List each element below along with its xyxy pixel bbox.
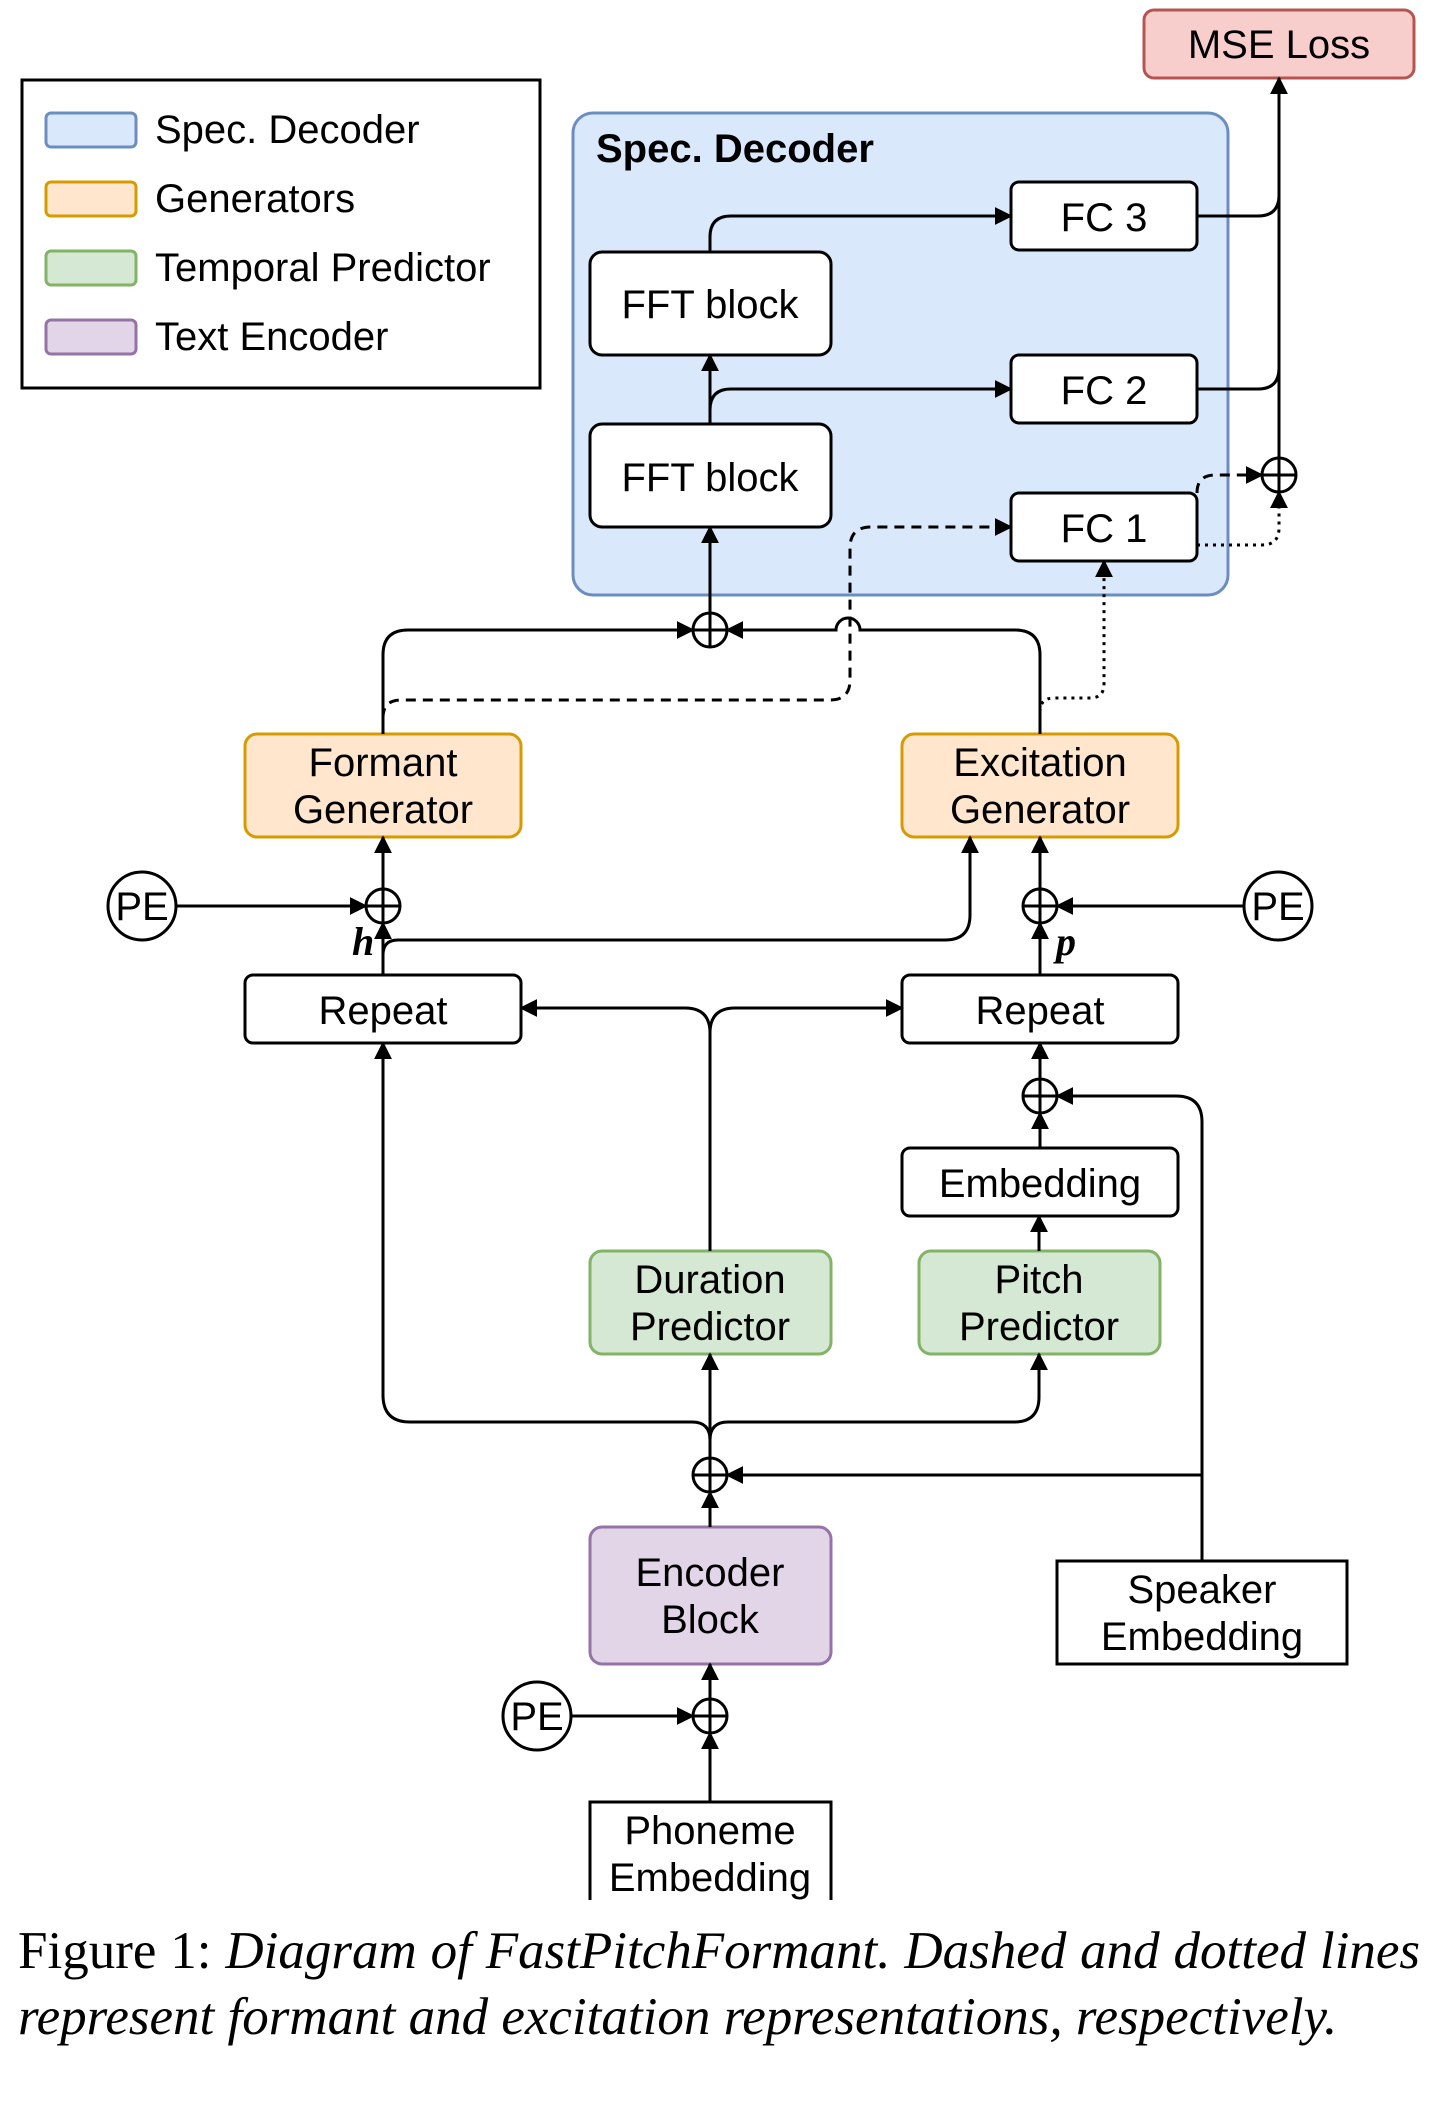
fft-block-bottom-label: FFT block	[621, 456, 799, 500]
mse-loss-label: MSE Loss	[1188, 23, 1370, 67]
excitation-generator-label-line2: Generator	[950, 788, 1130, 832]
legend-swatch-temporal-predictor	[44, 249, 138, 287]
phoneme-embedding-label-line2: Embedding	[609, 1856, 811, 1900]
fft-block-top-label: FFT block	[621, 283, 799, 327]
legend-swatch-generators	[44, 180, 138, 218]
caption-text: Diagram of FastPitchFormant. Dashed and …	[18, 1922, 1420, 2046]
legend-label-temporal-predictor: Temporal Predictor	[155, 246, 491, 290]
duration-predictor-label-line2: Predictor	[630, 1305, 790, 1349]
solid-connectors	[176, 76, 1288, 1802]
pe-circle-bottom: PE	[501, 1680, 573, 1752]
legend-label-generators: Generators	[155, 177, 355, 221]
fc1-label: FC 1	[1061, 507, 1148, 551]
fc3-label: FC 3	[1061, 196, 1148, 240]
excitation-generator-label-line1: Excitation	[953, 741, 1126, 785]
duration-predictor-label-line1: Duration	[634, 1258, 785, 1302]
encoder-block-box	[588, 1525, 833, 1666]
pe-circle-left: PE	[106, 870, 178, 942]
legend-item-spec-decoder: Spec. Decoder	[44, 108, 420, 152]
figure-caption: Figure 1: Diagram of FastPitchFormant. D…	[18, 1918, 1420, 2050]
repeat-left-label: Repeat	[319, 989, 448, 1033]
pe-circle-right: PE	[1242, 870, 1314, 942]
pe-label-left: PE	[115, 885, 168, 929]
speaker-embedding-box	[1055, 1559, 1349, 1666]
legend-item-generators: Generators	[44, 177, 355, 221]
encoder-block-label-line1: Encoder	[636, 1551, 785, 1595]
encoder-block-label-line2: Block	[661, 1598, 760, 1642]
legend-label-spec-decoder: Spec. Decoder	[155, 108, 420, 152]
legend-swatch-spec-decoder	[44, 111, 138, 149]
legend-item-temporal-predictor: Temporal Predictor	[44, 246, 491, 290]
fc2-label: FC 2	[1061, 369, 1148, 413]
speaker-embedding-label-line1: Speaker	[1128, 1568, 1277, 1612]
phoneme-embedding-box	[588, 1800, 833, 1900]
sum-node-speaker	[691, 1456, 729, 1494]
h-label: h	[352, 919, 374, 964]
phoneme-embedding-label-line1: Phoneme	[624, 1809, 795, 1853]
dashed-connectors	[381, 466, 1264, 719]
sum-node-p	[1021, 887, 1059, 925]
embedding-label: Embedding	[939, 1162, 1141, 1206]
pe-label-bottom: PE	[510, 1695, 563, 1739]
legend-item-text-encoder: Text Encoder	[44, 315, 388, 359]
fastpitchformant-diagram: Spec. Decoder Generators Temporal Predic…	[20, 8, 1416, 1900]
sum-node-decoder	[691, 611, 729, 649]
pitch-predictor-label-line2: Predictor	[959, 1305, 1119, 1349]
sum-node-h	[364, 887, 402, 925]
spec-decoder-title: Spec. Decoder	[596, 127, 874, 171]
legend: Spec. Decoder Generators Temporal Predic…	[20, 78, 542, 390]
legend-label-text-encoder: Text Encoder	[155, 315, 388, 359]
sum-node-encoder-input	[691, 1697, 729, 1735]
speaker-embedding-label-line2: Embedding	[1101, 1615, 1303, 1659]
pe-label-right: PE	[1251, 885, 1304, 929]
p-label: p	[1053, 919, 1076, 964]
dotted-connectors	[1038, 490, 1288, 713]
caption-prefix: Figure 1:	[18, 1922, 212, 1980]
formant-generator-label-line1: Formant	[309, 741, 458, 785]
pitch-predictor-label-line1: Pitch	[995, 1258, 1084, 1302]
sum-node-pitch	[1021, 1077, 1059, 1115]
repeat-right-label: Repeat	[976, 989, 1105, 1033]
legend-swatch-text-encoder	[44, 318, 138, 356]
formant-generator-label-line2: Generator	[293, 788, 473, 832]
sum-node-loss	[1260, 456, 1298, 494]
